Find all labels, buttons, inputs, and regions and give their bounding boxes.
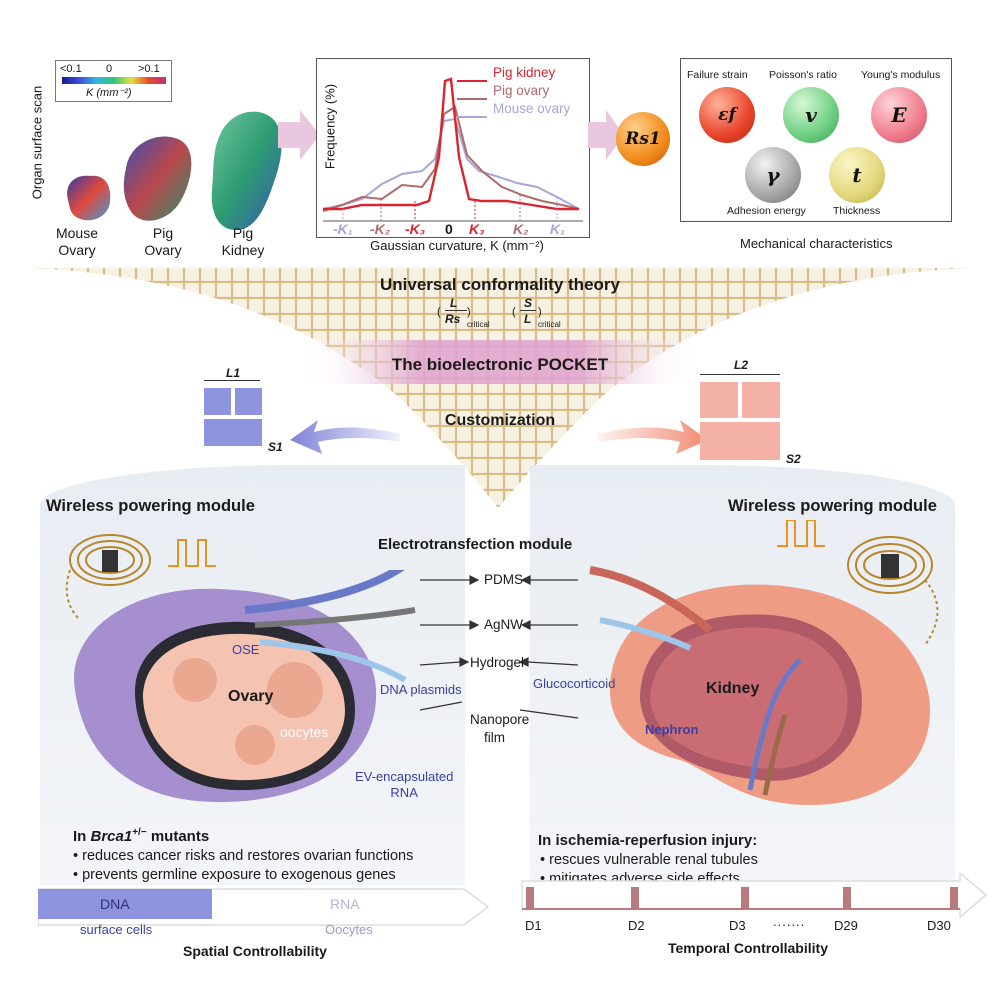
right-l-label: L2 xyxy=(734,358,749,372)
spatial-rna: RNA xyxy=(330,896,360,912)
temporal-arrow xyxy=(521,873,988,919)
scan-legend: <0.1 0 >0.1 K (mm⁻²) xyxy=(55,60,172,102)
layer-film: film xyxy=(484,730,505,745)
oocytes-label: oocytes xyxy=(280,724,329,740)
left-s-label: S1 xyxy=(268,440,283,454)
poissons-ratio-sphere: v xyxy=(783,87,839,143)
legend-mouse-ovary: Mouse ovary xyxy=(493,101,571,116)
failure-strain-sphere: εf xyxy=(699,87,755,143)
thickness-label: Thickness xyxy=(833,205,881,217)
mechanical-caption: Mechanical characteristics xyxy=(740,236,893,251)
customization-label: Customization xyxy=(444,412,556,429)
day-d3: D3 xyxy=(729,918,746,933)
right-bullet-1: • rescues vulnerable renal tubules xyxy=(540,852,758,868)
critical-ratio-2: ( S L ) critical xyxy=(512,296,561,329)
thickness-sphere: t xyxy=(829,147,885,203)
mouse-ovary-scan xyxy=(67,175,111,221)
youngs-modulus-label: Young's modulus xyxy=(861,69,941,81)
day-dots: ....... xyxy=(773,914,806,929)
electrotransfection-title: Electrotransfection module xyxy=(378,536,573,553)
spatial-caption: Spatial Controllability xyxy=(183,943,327,959)
legend-pig-ovary: Pig ovary xyxy=(493,83,550,98)
nephron-label: Nephron xyxy=(645,722,699,737)
rs1-sphere: Rs1 xyxy=(616,112,670,166)
legend-colorbar xyxy=(62,77,166,84)
right-s-label: S2 xyxy=(786,452,801,466)
right-wireless-title: Wireless powering module xyxy=(728,497,937,515)
scan-y-label: Organ surface scan xyxy=(29,85,45,200)
organ-scans xyxy=(67,111,282,230)
customize-arrow-right xyxy=(598,420,708,454)
youngs-modulus-sphere: E xyxy=(871,87,927,143)
ovary-label: Ovary xyxy=(228,688,274,705)
left-context: In Brca1+/− mutants xyxy=(73,827,210,845)
spatial-oocytes: Oocytes xyxy=(325,922,373,937)
pocket-title: The bioelectronic POCKET xyxy=(391,355,609,374)
series-pig-kidney xyxy=(323,77,579,211)
chart-x-label: Gaussian curvature, K (mm⁻²) xyxy=(370,238,544,253)
customize-arrow-left xyxy=(290,420,400,454)
right-device: L2 S2 xyxy=(694,358,804,470)
pig-ovary-scan xyxy=(123,136,192,221)
temporal-caption: Temporal Controllability xyxy=(668,940,828,956)
tick-neg-k2: -K₂ xyxy=(370,221,391,237)
right-wireless-coil xyxy=(777,520,939,646)
tick-k2: K₂ xyxy=(513,221,529,237)
adhesion-energy-sphere: γ xyxy=(745,147,801,203)
spatial-arrow xyxy=(38,888,490,926)
spatial-dna: DNA xyxy=(100,896,130,912)
legend-pig-kidney: Pig kidney xyxy=(493,65,556,80)
organ-scan-panel: Organ surface scan <0.1 0 >0.1 K (mm⁻²) … xyxy=(30,60,285,260)
curvature-plot xyxy=(322,77,583,222)
series-mouse-ovary xyxy=(322,117,580,210)
left-device: L1 S1 xyxy=(196,366,286,468)
day-d30: D30 xyxy=(927,918,951,933)
tick-k1: K₁ xyxy=(550,221,566,237)
tick-k3: K₃ xyxy=(469,221,485,237)
layer-arrows xyxy=(419,575,579,719)
layer-hydrogel: Hydrogel xyxy=(470,655,525,670)
mechanical-box: Failure strain Poisson's ratio Young's m… xyxy=(680,58,952,222)
left-bullet-1: • reduces cancer risks and restores ovar… xyxy=(73,848,414,864)
spatial-surface-cells: surface cells xyxy=(80,922,153,937)
flow-arrow-2 xyxy=(588,110,624,160)
critical-ratio-1: ( L Rs ) critical xyxy=(437,296,490,329)
pig-kidney-scan xyxy=(211,111,282,230)
funnel-title: Universal conformality theory xyxy=(380,275,620,294)
layer-agnw: AgNW xyxy=(484,617,524,632)
conformality-funnel xyxy=(30,268,970,508)
left-wireless-coil xyxy=(65,534,216,620)
tick-zero: 0 xyxy=(445,221,453,237)
day-d1: D1 xyxy=(525,918,542,933)
kidney-illustration xyxy=(589,566,930,805)
dna-plasmids-label: DNA plasmids xyxy=(380,682,462,697)
layer-nanopore: Nanopore xyxy=(470,712,530,727)
glucocorticoid-label: Glucocorticoid xyxy=(533,676,616,691)
series-pig-ovary xyxy=(322,105,580,212)
tick-neg-k3: -K₃ xyxy=(405,221,426,237)
left-wireless-title: Wireless powering module xyxy=(46,497,255,515)
ose-label: OSE xyxy=(232,642,260,657)
adhesion-energy-label: Adhesion energy xyxy=(727,205,806,217)
failure-strain-label: Failure strain xyxy=(687,69,748,81)
flow-arrow-1 xyxy=(278,110,320,160)
tick-neg-k1: -K₁ xyxy=(333,221,353,237)
poissons-ratio-label: Poisson's ratio xyxy=(769,69,837,81)
kidney-label: Kidney xyxy=(706,680,760,697)
day-d29: D29 xyxy=(834,918,858,933)
layer-pdms: PDMS xyxy=(484,572,524,587)
curvature-chart-box: Frequency (%) Pig kidney Pig ovary Mouse… xyxy=(316,58,590,238)
left-bullet-2: • prevents germline exposure to exogenou… xyxy=(73,867,396,883)
left-l-label: L1 xyxy=(226,366,241,380)
right-context: In ischemia-reperfusion injury: xyxy=(538,832,758,849)
day-d2: D2 xyxy=(628,918,645,933)
ovary-illustration xyxy=(74,570,416,803)
